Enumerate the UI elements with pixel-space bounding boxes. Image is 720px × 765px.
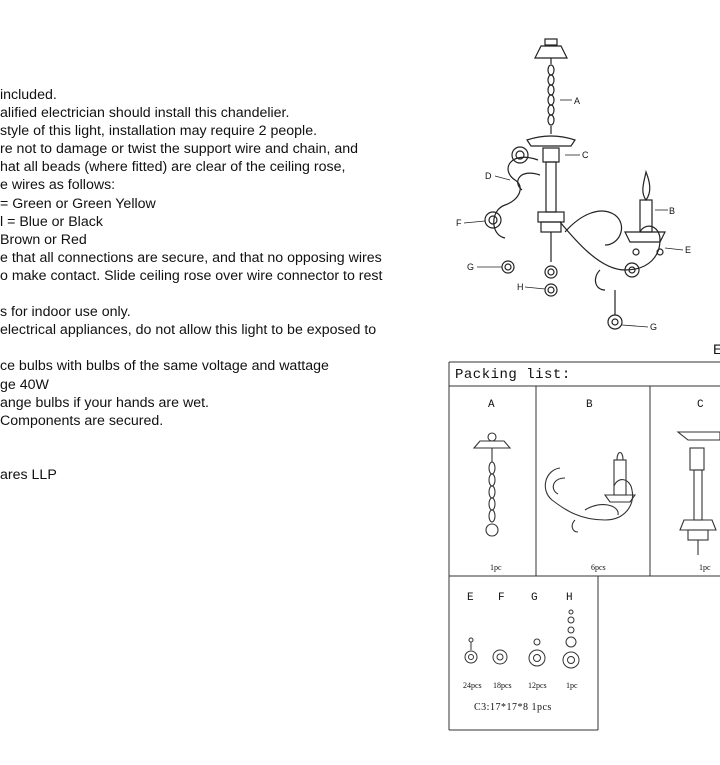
instruction-line: hat all beads (where fitted) are clear o… — [0, 159, 346, 176]
instruction-line: ange bulbs if your hands are wet. — [0, 394, 210, 411]
company-name: ares LLP — [0, 466, 57, 483]
item-b-image — [544, 451, 637, 533]
item-b-letter: B — [586, 399, 593, 411]
instruction-line: s for indoor use only. — [0, 304, 131, 321]
instruction-line: = Green or Green Yellow — [0, 195, 156, 212]
instruction-line: e that all connections are secure, and t… — [0, 249, 382, 266]
figure-label-f: F — [456, 218, 462, 228]
item-f-count: 18pcs — [493, 681, 512, 690]
edge-label: E — [713, 341, 720, 357]
chandelier-diagram: A B C D E F G G H — [456, 38, 691, 332]
item-a-count: 1pc — [490, 563, 502, 572]
item-c-letter: C — [697, 399, 704, 411]
item-f-letter: F — [498, 592, 505, 604]
instruction-line: ge 40W — [0, 376, 49, 393]
item-h-count: 1pc — [566, 681, 578, 690]
item-b-count: 6pcs — [591, 563, 606, 572]
instruction-line: Components are secured. — [0, 412, 164, 429]
item-a-letter: A — [488, 399, 495, 411]
figure-label-h: H — [517, 282, 524, 292]
figure-label-a: A — [574, 96, 580, 106]
packing-footer: C3:17*17*8 1pcs — [474, 702, 552, 713]
packing-list-title: Packing list: — [455, 367, 571, 383]
instruction-line: style of this light, installation may re… — [0, 123, 318, 140]
instruction-line: ce bulbs with bulbs of the same voltage … — [0, 358, 329, 375]
instruction-line: electrical appliances, do not allow this… — [0, 322, 377, 339]
item-c-count: 1pc — [699, 563, 711, 572]
figure-label-d: D — [485, 171, 492, 181]
figure-label-g2: G — [650, 322, 657, 332]
figure-label-b: B — [669, 206, 675, 216]
instruction-line: e wires as follows: — [0, 177, 116, 194]
instruction-line: l = Blue or Black — [0, 213, 103, 230]
item-g-letter: G — [531, 592, 538, 604]
item-h-letter: H — [566, 592, 573, 604]
item-a-image — [472, 432, 512, 537]
instruction-line: Brown or Red — [0, 231, 87, 248]
instructions-text: included. alified electrician should ins… — [0, 86, 420, 484]
instruction-line: alified electrician should install this … — [0, 105, 290, 122]
instruction-line: re not to damage or twist the support wi… — [0, 141, 359, 158]
instruction-line: included. — [0, 87, 57, 103]
instruction-line: o make contact. Slide ceiling rose over … — [0, 267, 383, 284]
item-e-count: 24pcs — [463, 681, 482, 690]
item-e-letter: E — [467, 592, 474, 604]
bead-images — [464, 609, 580, 669]
figure-label-c: C — [582, 150, 589, 160]
figure-label-e: E — [685, 245, 691, 255]
item-c-image — [676, 431, 720, 555]
item-g-count: 12pcs — [528, 681, 547, 690]
figure-label-g: G — [467, 262, 474, 272]
